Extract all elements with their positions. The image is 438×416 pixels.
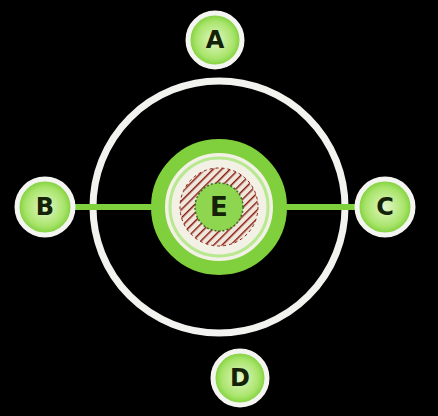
- center-disc: E: [150, 138, 288, 276]
- connector-line: [286, 204, 356, 210]
- letter-circle-outline: [17, 179, 73, 235]
- letter-circle-outline: [213, 351, 267, 405]
- hatched-area: [180, 168, 258, 246]
- letter-circle: C: [354, 176, 416, 238]
- letter-circle: D: [210, 348, 270, 408]
- green-ring: [158, 146, 280, 268]
- letter-circle-outline: [357, 179, 413, 235]
- node-letter: D: [230, 366, 250, 390]
- letter-circle-outline: [188, 13, 242, 67]
- node-letter: E: [210, 194, 228, 220]
- inner-core: [195, 183, 243, 231]
- node-letter: A: [206, 28, 225, 52]
- inner-band: [170, 158, 268, 256]
- connector-line: [74, 204, 152, 210]
- node-letter: C: [376, 195, 394, 219]
- letter-circle: A: [185, 10, 245, 70]
- node-letter: B: [36, 195, 54, 219]
- letter-circle: B: [14, 176, 76, 238]
